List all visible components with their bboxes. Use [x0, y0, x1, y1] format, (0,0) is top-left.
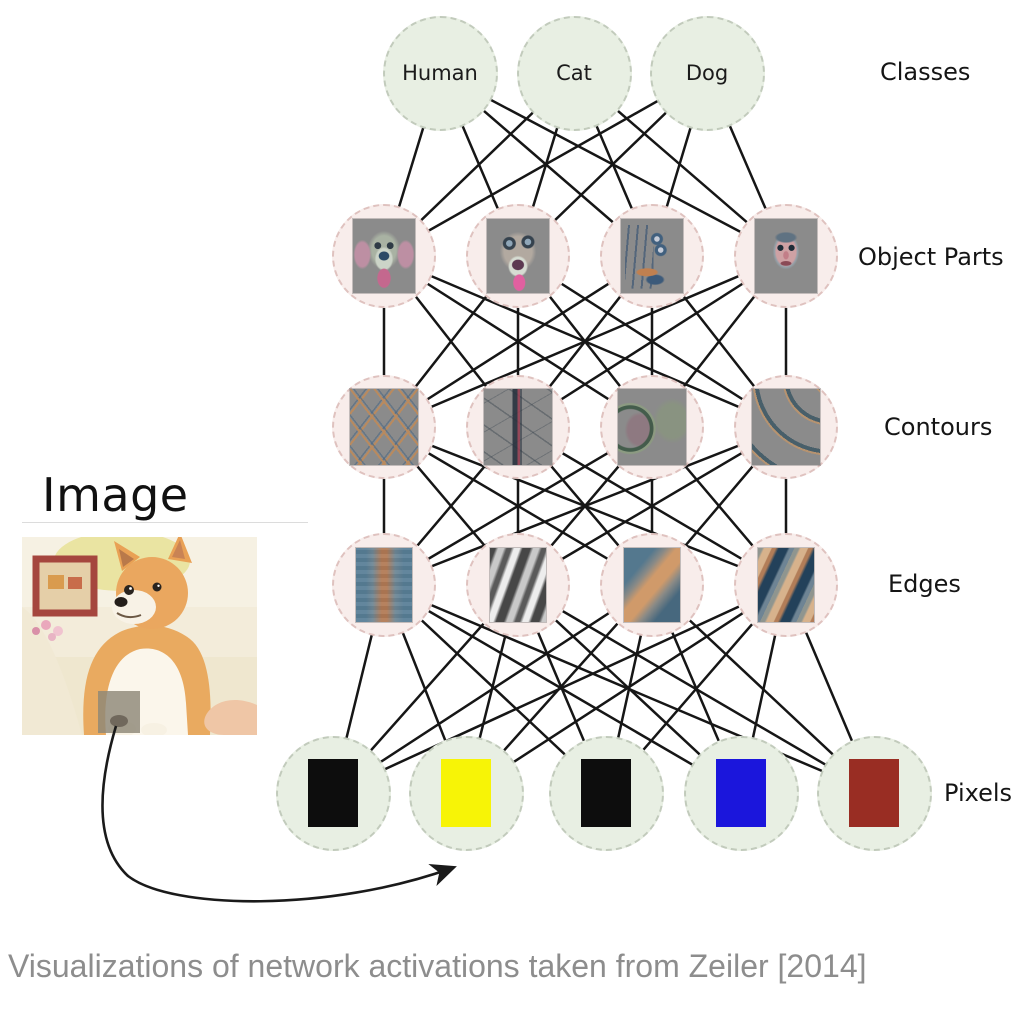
node-human-face [734, 204, 838, 308]
pixel-black-1-swatch [308, 759, 358, 827]
node-diagonal-orange-edge [600, 533, 704, 637]
node-abstract-pattern [600, 204, 704, 308]
node-label-cat: Cat [556, 61, 592, 85]
node-curved-arc [600, 375, 704, 479]
abstract-pattern-viz [620, 218, 684, 294]
node-dog-face-1 [332, 204, 436, 308]
layer-label-edges: Edges [888, 570, 961, 598]
layer-label-object-parts: Object Parts [858, 243, 1004, 271]
pixel-yellow-swatch [441, 759, 491, 827]
dog-face-2-viz [486, 218, 550, 294]
node-wave-curves [734, 375, 838, 479]
pixel-black-2-swatch [581, 759, 631, 827]
dog-nose [114, 597, 128, 607]
layer-label-contours: Contours [884, 413, 993, 441]
node-pixel-dark-red [816, 735, 932, 851]
layer-label-classes: Classes [880, 58, 971, 86]
node-pixel-black-2 [548, 735, 664, 851]
node-label-human: Human [402, 61, 478, 85]
node-vertical-blue-orange-edge [332, 533, 436, 637]
diagonal-gray-edge-viz [489, 547, 547, 623]
diagonal-blue-orange-edge-viz [757, 547, 815, 623]
picture-frame [32, 555, 98, 617]
node-pixel-blue [683, 735, 799, 851]
vertical-blue-orange-edge-viz [355, 547, 413, 623]
dog-eye-right [152, 582, 162, 592]
caption: Visualizations of network activations ta… [8, 948, 867, 984]
flowers [41, 620, 51, 630]
wave-curves-viz [751, 388, 821, 466]
pixel-blue-swatch [716, 759, 766, 827]
node-dog: Dog [649, 15, 765, 131]
node-label-dog: Dog [685, 61, 729, 85]
node-diagonal-gray-edge [466, 533, 570, 637]
diamond-lattice-viz [349, 388, 419, 466]
vertical-line-viz [483, 388, 553, 466]
human-face-viz [754, 218, 818, 294]
node-human: Human [382, 15, 498, 131]
input-arrow [101, 725, 457, 903]
human-hand [204, 700, 257, 735]
node-pixel-black-1 [275, 735, 391, 851]
layer-label-pixels: Pixels [944, 779, 1013, 807]
node-cat: Cat [516, 15, 632, 131]
curved-arc-viz [617, 388, 687, 466]
pixel-dark-red-swatch [849, 759, 899, 827]
input-image-title: Image [42, 468, 189, 522]
divider-line [22, 522, 308, 523]
node-diamond-lattice [332, 375, 436, 479]
dog-face-1-viz [352, 218, 416, 294]
dog-mouth [116, 612, 142, 619]
dog-eye-left [124, 585, 134, 595]
doge-photo [22, 537, 257, 735]
node-dog-face-2 [466, 204, 570, 308]
node-vertical-line [466, 375, 570, 479]
node-pixel-yellow [408, 735, 524, 851]
node-diagonal-blue-orange-edge [734, 533, 838, 637]
diagonal-orange-edge-viz [623, 547, 681, 623]
